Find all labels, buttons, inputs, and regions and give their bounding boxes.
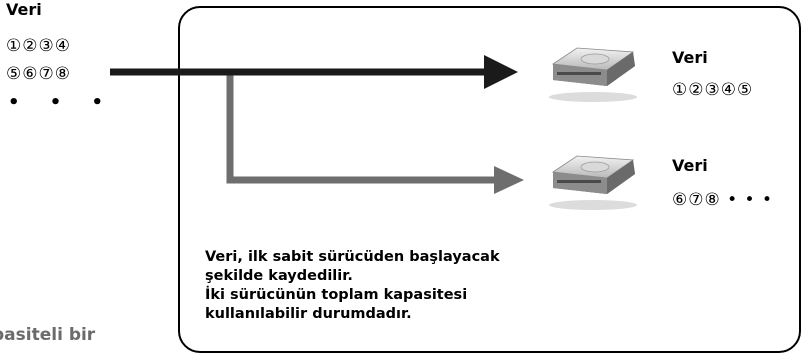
truncated-heading: pasiteli bir <box>0 325 96 345</box>
description-caption: Veri, ilk sabit sürücüden başlayacak şek… <box>205 248 625 324</box>
drive-2-label: Veri <box>672 156 708 175</box>
primary-arrow <box>110 55 518 89</box>
caption-line-4: kullanılabilir durumdadır. <box>205 306 412 322</box>
source-title: Veri <box>6 0 42 19</box>
drive-1-label: Veri <box>672 48 708 67</box>
hard-drive-icon <box>549 155 637 210</box>
storage-panel <box>178 6 801 353</box>
source-data-row-2: ⑤⑥⑦⑧ <box>6 64 71 84</box>
source-ellipsis: • • • <box>8 92 116 113</box>
caption-line-2: şekilde kaydedilir. <box>205 268 353 284</box>
hard-drive-icon <box>549 47 637 102</box>
drive-2-data: ⑥⑦⑧ • • • <box>672 190 774 210</box>
caption-line-3: İki sürücünün toplam kapasitesi <box>205 287 468 303</box>
caption-line-1: Veri, ilk sabit sürücüden başlayacak <box>205 249 500 265</box>
drive-1-data: ①②③④⑤ <box>672 80 754 100</box>
source-data-row-1: ①②③④ <box>6 36 71 56</box>
secondary-arrow <box>226 72 524 194</box>
